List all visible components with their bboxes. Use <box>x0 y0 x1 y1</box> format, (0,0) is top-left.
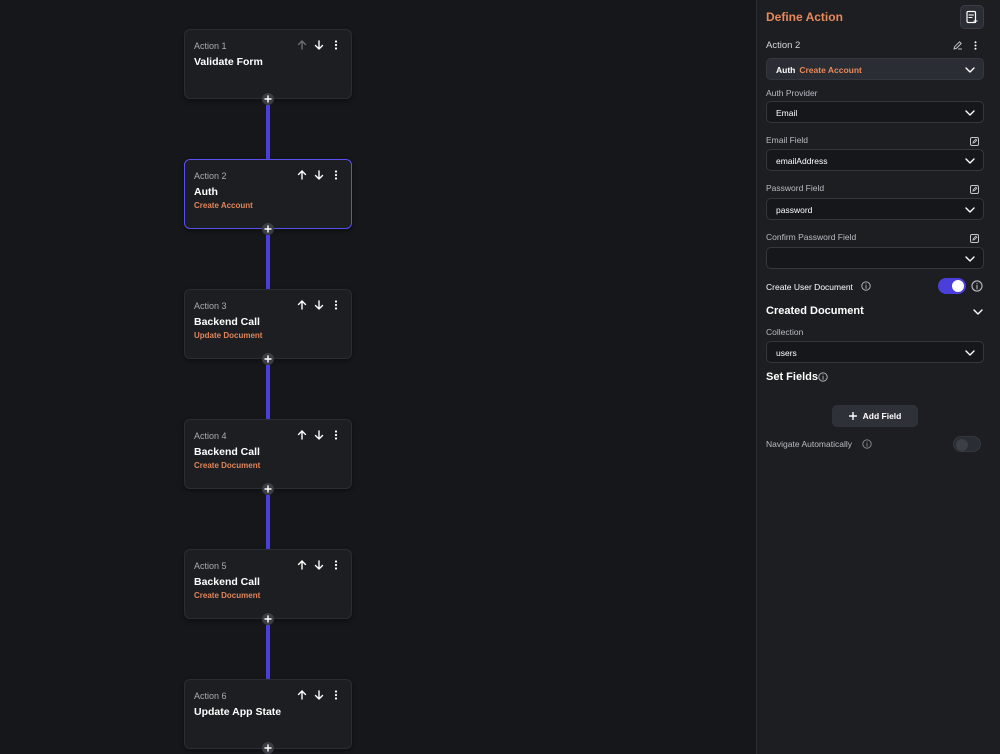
action-card-6[interactable]: Action 6 Update App State <box>184 679 352 749</box>
action-card-2[interactable]: Action 2 Auth Create Account <box>184 159 352 229</box>
action-card-subtitle: Create Account <box>194 201 253 210</box>
arrow-up-icon[interactable] <box>295 428 308 441</box>
info-icon[interactable] <box>861 281 871 291</box>
action-card-title: Auth <box>194 186 218 198</box>
chevron-down-icon <box>965 158 975 164</box>
email-field-value: emailAddress <box>776 156 828 166</box>
more-vertical-icon[interactable] <box>329 298 342 311</box>
edit-box-icon[interactable] <box>968 183 980 195</box>
action-card-label: Action 5 <box>194 561 227 571</box>
password-field-label: Password Field <box>766 183 825 193</box>
action-card-label: Action 2 <box>194 171 227 181</box>
action-card-label: Action 1 <box>194 41 227 51</box>
action-card-label: Action 4 <box>194 431 227 441</box>
collection-label: Collection <box>766 327 804 337</box>
action-card-4[interactable]: Action 4 Backend Call Create Document <box>184 419 352 489</box>
confirm-password-field-select[interactable] <box>766 247 984 269</box>
action-card-title: Backend Call <box>194 316 260 328</box>
action-name-label: Action 2 <box>766 40 801 51</box>
auth-provider-select[interactable]: Email <box>766 101 984 123</box>
plus-icon <box>848 412 857 420</box>
add-field-button[interactable]: Add Field <box>832 405 918 427</box>
connector-line <box>266 625 270 681</box>
arrow-down-icon[interactable] <box>312 558 325 571</box>
info-icon[interactable] <box>971 280 983 292</box>
more-vertical-icon[interactable] <box>329 428 342 441</box>
chevron-down-icon[interactable] <box>972 306 984 318</box>
email-field-label: Email Field <box>766 135 809 145</box>
add-action-plus-icon[interactable] <box>262 223 274 235</box>
auth-provider-label: Auth Provider <box>766 88 818 98</box>
action-card-subtitle: Update Document <box>194 331 263 340</box>
action-card-5[interactable]: Action 5 Backend Call Create Document <box>184 549 352 619</box>
action-type: Auth <box>776 65 796 75</box>
action-card-title: Backend Call <box>194 576 260 588</box>
info-icon[interactable] <box>862 439 872 449</box>
more-vertical-icon[interactable] <box>969 39 981 51</box>
action-card-3[interactable]: Action 3 Backend Call Update Document <box>184 289 352 359</box>
action-flow-canvas: Action 1 Validate Form Action 2 Auth Cre… <box>184 29 352 754</box>
arrow-down-icon[interactable] <box>312 38 325 51</box>
connector-line <box>266 105 270 161</box>
more-vertical-icon[interactable] <box>329 168 342 181</box>
arrow-up-icon[interactable] <box>295 298 308 311</box>
password-field-select[interactable]: password <box>766 198 984 220</box>
action-card-title: Update App State <box>194 706 282 718</box>
action-card-subtitle: Create Document <box>194 461 261 470</box>
add-field-label: Add Field <box>862 411 902 421</box>
arrow-up-icon[interactable] <box>295 38 308 51</box>
edit-box-icon[interactable] <box>968 232 980 244</box>
set-fields-heading: Set Fields <box>766 371 818 383</box>
action-card-label: Action 6 <box>194 691 227 701</box>
arrow-down-icon[interactable] <box>312 298 325 311</box>
more-vertical-icon[interactable] <box>329 38 342 51</box>
collection-value: users <box>776 348 797 358</box>
pencil-icon[interactable] <box>951 39 963 51</box>
action-card-title: Validate Form <box>194 56 263 68</box>
confirm-password-field-label: Confirm Password Field <box>766 232 857 242</box>
create-user-document-label: Create User Document <box>766 282 853 292</box>
action-subtype: Create Account <box>799 65 862 75</box>
collection-select[interactable]: users <box>766 341 984 363</box>
arrow-down-icon[interactable] <box>312 168 325 181</box>
arrow-up-icon[interactable] <box>295 558 308 571</box>
connector-line <box>266 495 270 551</box>
create-user-document-toggle[interactable] <box>938 278 966 294</box>
more-vertical-icon[interactable] <box>329 558 342 571</box>
navigate-automatically-toggle[interactable] <box>953 436 981 452</box>
chevron-down-icon <box>965 110 975 116</box>
email-field-select[interactable]: emailAddress <box>766 149 984 171</box>
auth-provider-value: Email <box>776 108 798 118</box>
chevron-down-icon <box>965 207 975 213</box>
add-action-plus-icon[interactable] <box>262 93 274 105</box>
arrow-down-icon[interactable] <box>312 688 325 701</box>
connector-line <box>266 235 270 291</box>
created-document-heading: Created Document <box>766 305 864 317</box>
connector-line <box>266 365 270 421</box>
action-card-1[interactable]: Action 1 Validate Form <box>184 29 352 99</box>
info-icon[interactable] <box>818 372 828 382</box>
more-vertical-icon[interactable] <box>329 688 342 701</box>
chevron-down-icon <box>965 256 975 262</box>
document-add-icon[interactable] <box>960 5 984 29</box>
password-field-value: password <box>776 205 813 215</box>
panel-title: Define Action <box>766 10 843 24</box>
arrow-up-icon[interactable] <box>295 168 308 181</box>
add-action-plus-icon[interactable] <box>262 353 274 365</box>
edit-box-icon[interactable] <box>968 135 980 147</box>
arrow-up-icon[interactable] <box>295 688 308 701</box>
add-action-plus-icon[interactable] <box>262 483 274 495</box>
action-card-subtitle: Create Document <box>194 591 261 600</box>
add-action-plus-icon[interactable] <box>262 742 274 754</box>
arrow-down-icon[interactable] <box>312 428 325 441</box>
navigate-automatically-label: Navigate Automatically <box>766 439 852 449</box>
chevron-down-icon <box>965 67 975 73</box>
add-action-plus-icon[interactable] <box>262 613 274 625</box>
action-card-label: Action 3 <box>194 301 227 311</box>
chevron-down-icon <box>965 350 975 356</box>
action-card-title: Backend Call <box>194 446 260 458</box>
